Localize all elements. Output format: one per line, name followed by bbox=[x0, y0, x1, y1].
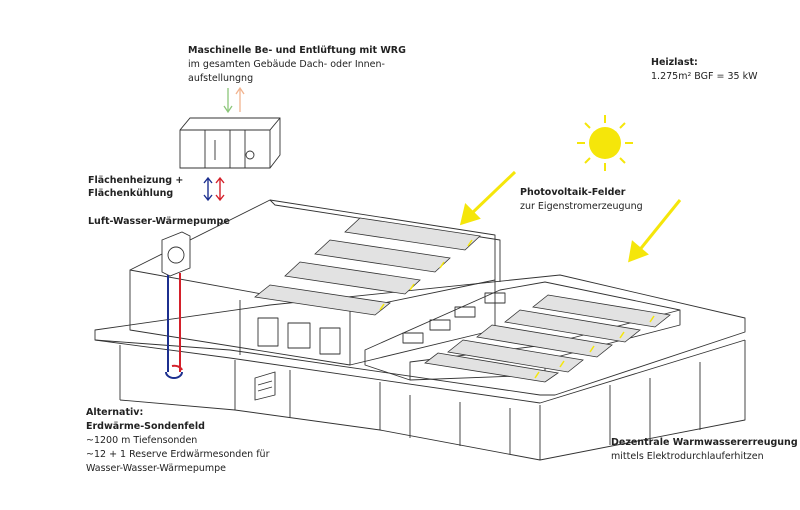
pipe-loop bbox=[171, 364, 183, 371]
photovoltaic-title: Photovoltaik-Felder bbox=[520, 187, 626, 198]
surface-heating-line-1: Flächenheizung + bbox=[88, 175, 184, 186]
geothermal-title-2: Erdwärme-Sondenfeld bbox=[86, 421, 205, 432]
heating-load-value: 1.275m² BGF = 35 kW bbox=[651, 71, 758, 82]
supply-return-arrow-icons bbox=[203, 176, 225, 202]
pv-lightning-icons bbox=[379, 239, 655, 379]
pv-panel bbox=[254, 284, 391, 316]
ground-floor bbox=[119, 340, 746, 461]
geothermal-line-1: ~1200 m Tiefensonden bbox=[86, 435, 198, 446]
surface-heating-line-2: Flächenkühlung bbox=[88, 188, 174, 199]
slab-edge bbox=[94, 339, 746, 404]
fresh-air-arrow-icon bbox=[223, 88, 233, 114]
pv-panels-secondary-roof bbox=[424, 294, 671, 383]
fan-icon bbox=[167, 246, 185, 264]
ventilation-unit bbox=[179, 117, 281, 169]
skylight bbox=[484, 292, 506, 304]
ventilation-line-1: im gesamten Gebäude Dach- oder Innen- bbox=[188, 59, 385, 70]
pv-panel bbox=[447, 339, 584, 373]
heat-pump-unit bbox=[161, 231, 191, 277]
skylight bbox=[402, 332, 424, 344]
pv-panel bbox=[504, 309, 641, 343]
main-block-roof bbox=[129, 199, 496, 311]
exhaust-air-arrow-icon bbox=[235, 86, 245, 112]
window bbox=[319, 327, 341, 355]
ground-slab bbox=[94, 274, 746, 396]
supply-arrow-icon bbox=[215, 176, 225, 202]
pv-panel bbox=[344, 217, 481, 251]
heat-pump-label: Luft-Wasser-Wärmepumpe bbox=[88, 216, 230, 227]
skylight bbox=[429, 319, 451, 331]
ventilation-line-2: aufstellungng bbox=[188, 73, 254, 84]
pv-panel bbox=[314, 239, 451, 273]
heating-load-title: Heizlast: bbox=[651, 57, 698, 68]
ground-floor-columns bbox=[409, 362, 701, 454]
geothermal-line-2: ~12 + 1 Reserve Erdwärmesonden für bbox=[86, 449, 270, 460]
pv-panel bbox=[284, 261, 421, 295]
air-arrow-icons bbox=[223, 86, 245, 114]
heat-pump-pipes bbox=[165, 273, 183, 379]
photovoltaic-subtitle: zur Eigenstromerzeugung bbox=[520, 201, 643, 212]
hot-water-title: Dezentrale Warmwassererreugung bbox=[611, 437, 798, 448]
window bbox=[257, 317, 279, 347]
return-arrow-icon bbox=[203, 176, 213, 202]
hot-water-subtitle: mittels Elektrodurchlauferhitzen bbox=[611, 451, 764, 462]
sun-icon bbox=[577, 115, 633, 171]
pv-panel bbox=[532, 294, 671, 328]
sunlight-arrow-icon bbox=[459, 170, 682, 263]
pipe-loop bbox=[165, 371, 183, 379]
window bbox=[287, 322, 311, 349]
pv-panel bbox=[424, 352, 560, 383]
pv-panel bbox=[476, 324, 613, 358]
pv-panels-main-roof bbox=[254, 217, 481, 316]
skylight bbox=[454, 306, 476, 318]
staircase bbox=[254, 371, 276, 401]
geothermal-title-1: Alternativ: bbox=[86, 407, 144, 418]
ventilation-title: Maschinelle Be- und Entlüftung mit WRG bbox=[188, 45, 406, 56]
geothermal-line-3: Wasser-Wasser-Wärmepumpe bbox=[86, 463, 227, 474]
secondary-block bbox=[364, 281, 681, 381]
